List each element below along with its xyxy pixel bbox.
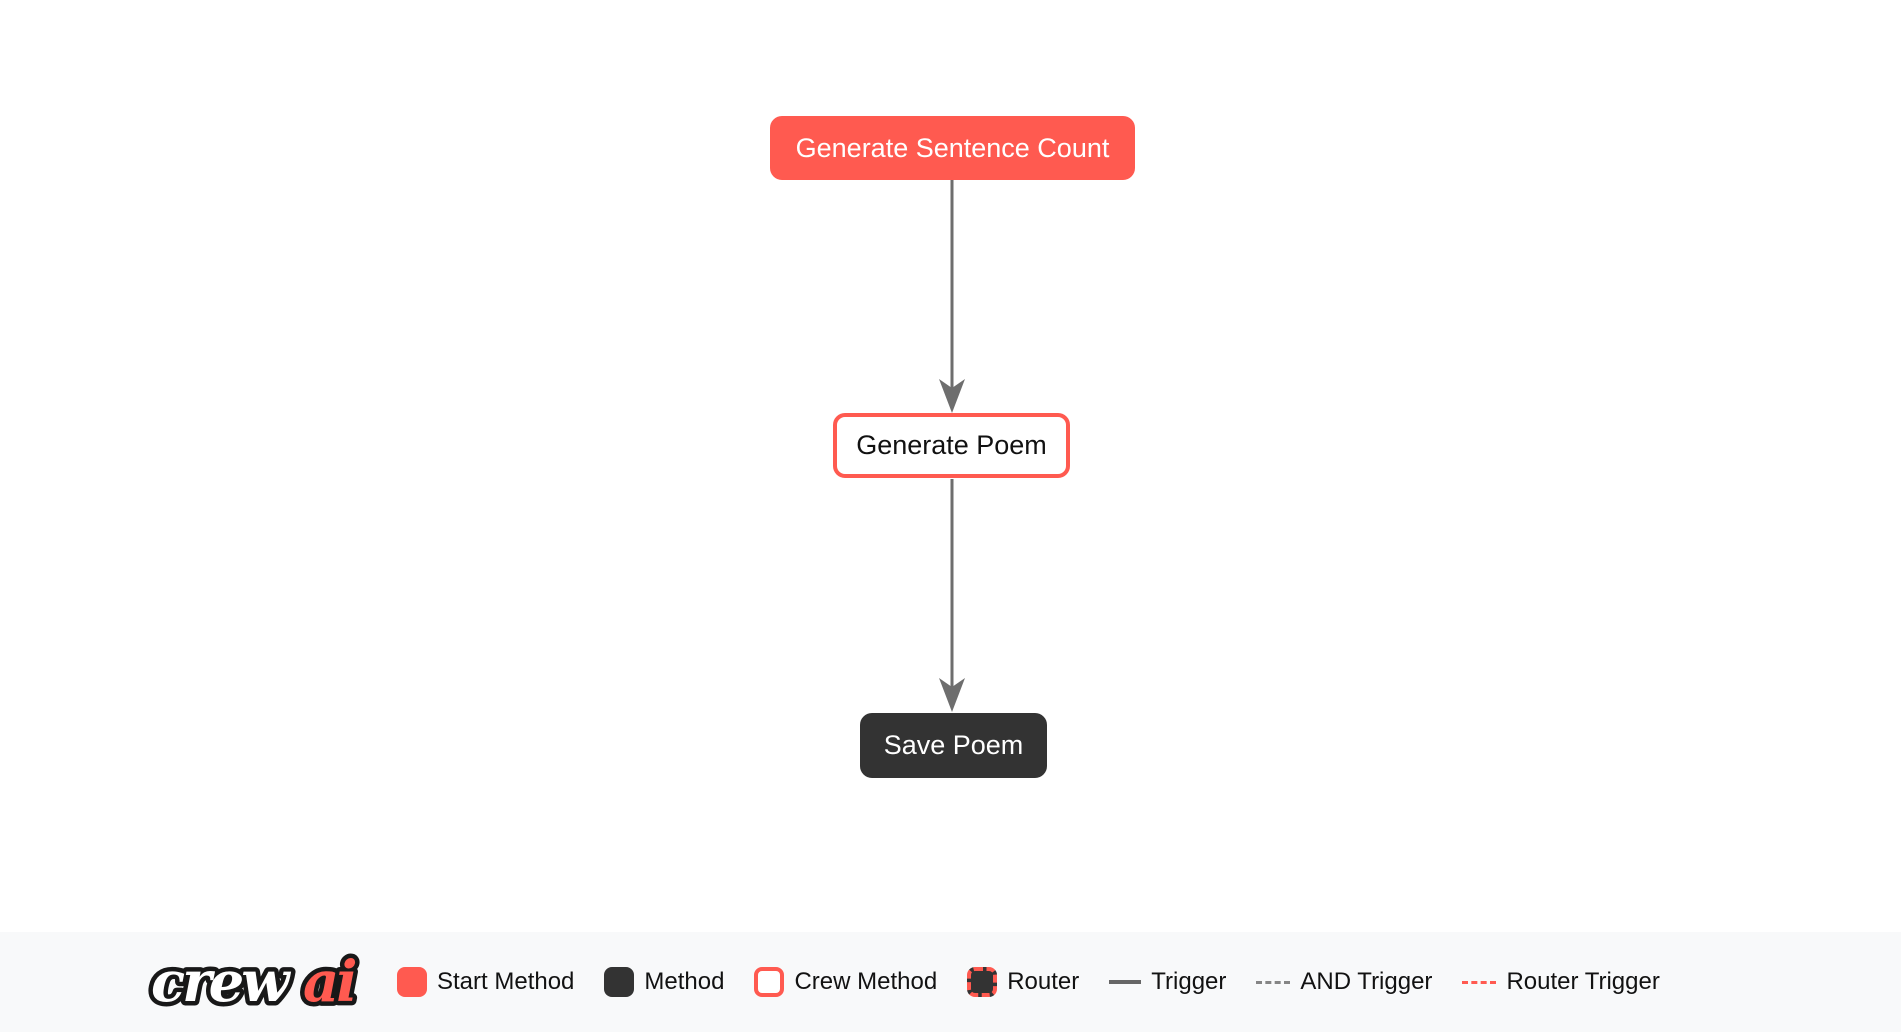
legend-item-start-method: Start Method — [397, 967, 574, 997]
method-swatch-icon — [604, 967, 635, 997]
trigger-edge-arrow — [939, 180, 965, 413]
crew-method-swatch-icon — [754, 967, 785, 997]
legend-label-method: Method — [644, 968, 725, 995]
trigger-line-icon — [1109, 980, 1142, 984]
router-swatch-icon — [967, 967, 998, 997]
legend-item-router-trigger: Router Trigger — [1462, 968, 1660, 996]
legend-item-router: Router — [967, 967, 1079, 997]
legend-label-and-trigger: AND Trigger — [1300, 968, 1433, 995]
legend-label-router-trigger: Router Trigger — [1506, 968, 1660, 995]
legend-item-method: Method — [604, 967, 724, 997]
crewai-logo: crew ai — [147, 946, 363, 1018]
legend-label-crew-method: Crew Method — [794, 968, 938, 995]
flow-canvas[interactable]: Generate Sentence Count Generate Poem Sa… — [0, 0, 1901, 932]
svg-text:crew ai: crew ai — [151, 949, 355, 1015]
and-trigger-line-icon — [1256, 980, 1291, 984]
crewai-logo-crew-text: crew — [151, 949, 291, 1015]
legend-item-and-trigger: AND Trigger — [1256, 968, 1432, 996]
flow-node-start-method[interactable]: Generate Sentence Count — [770, 116, 1135, 180]
trigger-edge-arrow — [939, 479, 965, 712]
legend-label-start-method: Start Method — [437, 968, 575, 995]
legend-item-trigger: Trigger — [1109, 968, 1226, 996]
flow-node-crew-method[interactable]: Generate Poem — [833, 413, 1070, 478]
flow-node-method[interactable]: Save Poem — [860, 713, 1047, 778]
legend-label-trigger: Trigger — [1151, 968, 1227, 995]
crewai-logo-ai-text: ai — [303, 949, 355, 1015]
start-method-swatch-icon — [397, 967, 427, 997]
legend-item-crew-method: Crew Method — [754, 967, 937, 997]
legend-label-router: Router — [1007, 968, 1080, 995]
legend-bar: crew ai Start Method Method Crew Method … — [0, 932, 1901, 1032]
router-trigger-line-icon — [1462, 980, 1497, 984]
